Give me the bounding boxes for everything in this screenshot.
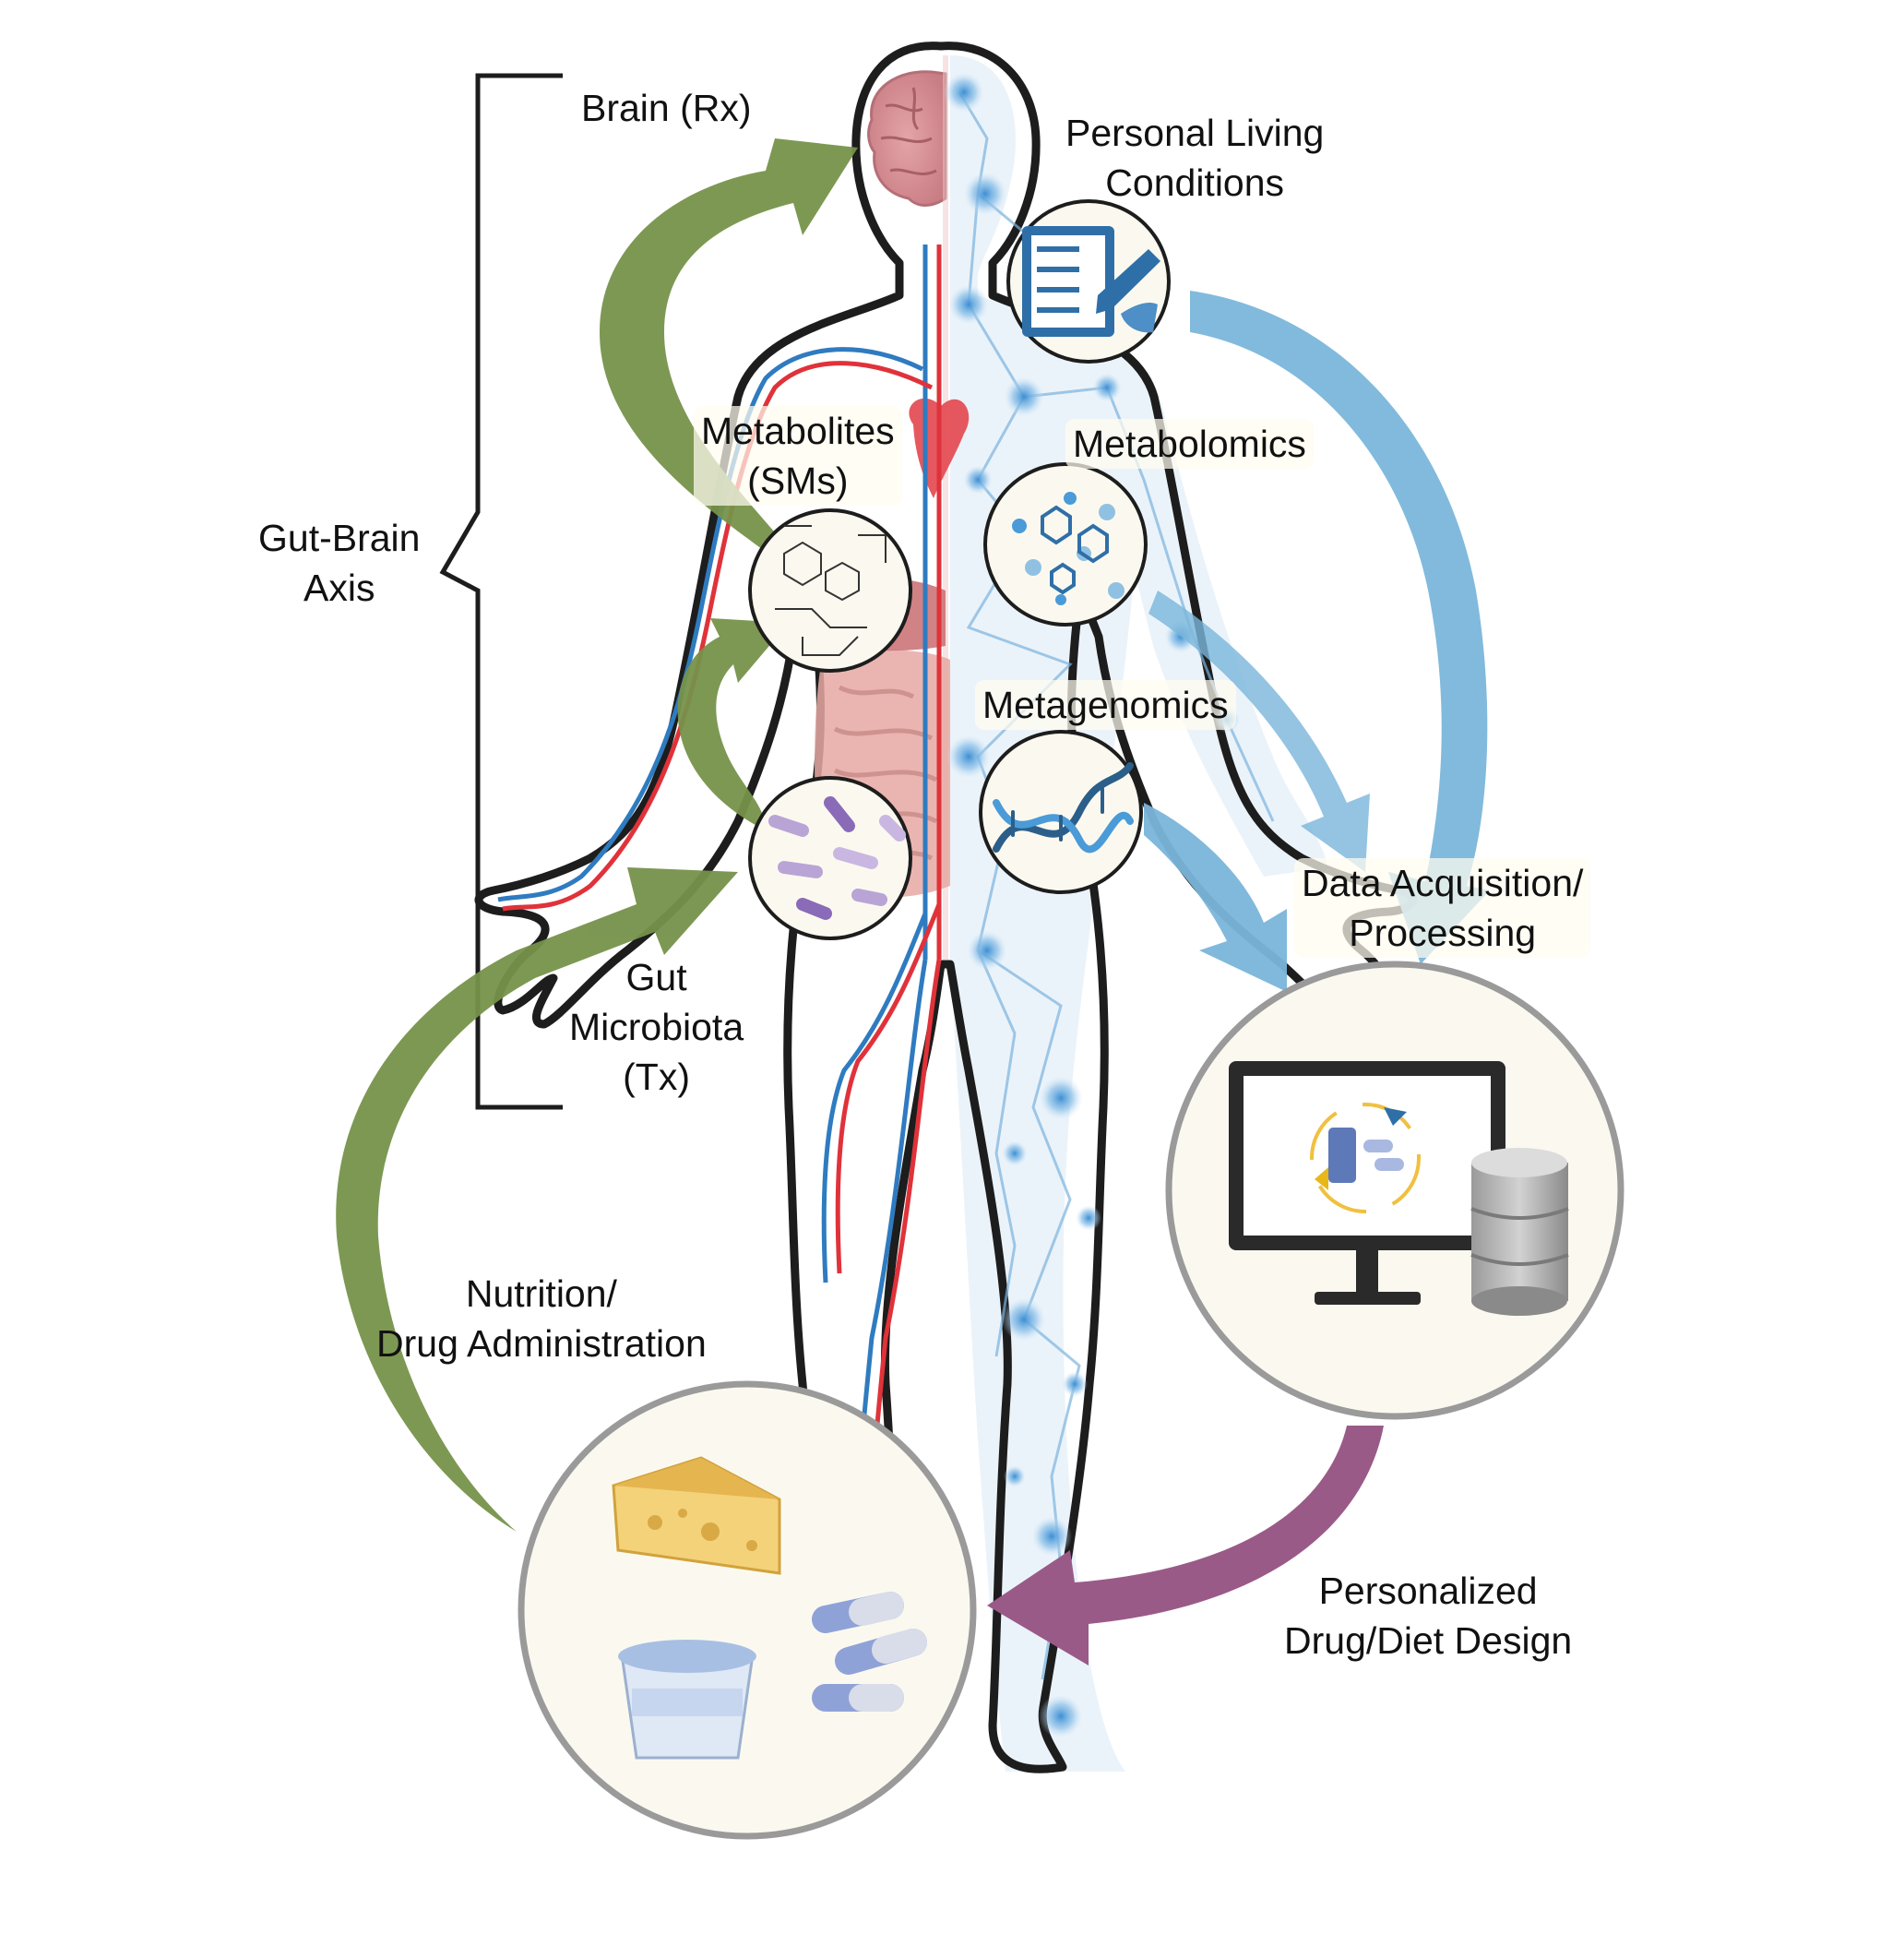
label-line: Gut-Brain (258, 517, 421, 559)
label-personalized-design: Personalized Drug/Diet Design (1284, 1566, 1572, 1665)
checklist-icon (1022, 226, 1160, 337)
label-line: Nutrition/ (465, 1272, 617, 1315)
label-line: Microbiota (569, 1006, 744, 1048)
label-gut-microbiota: Gut Microbiota (Tx) (569, 952, 744, 1102)
label-metabolomics: Metabolomics (1065, 419, 1314, 469)
capsule-icon (812, 1592, 927, 1712)
label-line: Conditions (1105, 161, 1285, 204)
label-line: Personalized (1318, 1570, 1538, 1612)
green-arrows (336, 138, 858, 1532)
database-icon (1470, 1148, 1569, 1316)
label-line: Axis (303, 567, 375, 609)
label-line: (Tx) (623, 1056, 690, 1098)
label-brain: Brain (Rx) (581, 87, 752, 129)
purple-arrow (987, 1426, 1384, 1665)
label-line: (SMs) (747, 460, 849, 502)
label-line: Drug Administration (376, 1322, 707, 1365)
label-line: Data Acquisition/ (1302, 862, 1584, 904)
cheese-icon (612, 1456, 781, 1575)
label-gut-brain-axis: Gut-Brain Axis (258, 513, 420, 613)
gut-microbiota-circle (748, 776, 912, 940)
label-metagenomics: Metagenomics (975, 680, 1236, 730)
brain-icon (867, 70, 947, 207)
personal-living-circle (1006, 199, 1171, 364)
gut-brain-axis-bracket (439, 73, 563, 1110)
label-personal-living-conditions: Personal Living Conditions (1065, 108, 1324, 208)
metabolites-circle (748, 508, 912, 673)
label-line: Processing (1349, 912, 1537, 954)
monitor-icon (1229, 1061, 1505, 1305)
label-nutrition: Nutrition/ Drug Administration (376, 1269, 707, 1368)
label-line: Personal Living (1065, 112, 1325, 154)
label-line: Metabolites (701, 410, 895, 452)
molecules-icon (1012, 492, 1125, 605)
dna-icon (993, 762, 1134, 854)
nutrition-panel (518, 1380, 977, 1840)
blue-arrows (1144, 291, 1490, 992)
label-metabolites: Metabolites (SMs) (694, 406, 902, 506)
bacteria-icon (768, 796, 906, 920)
chemical-structure-icon (775, 525, 887, 656)
metabolomics-circle (983, 462, 1148, 627)
label-data-acquisition: Data Acquisition/ Processing (1294, 858, 1591, 958)
data-processing-panel (1165, 961, 1624, 1420)
label-line: Gut (625, 956, 687, 998)
label-line: Drug/Diet Design (1284, 1619, 1573, 1662)
metagenomics-circle (979, 730, 1143, 894)
yogurt-icon (618, 1640, 756, 1760)
